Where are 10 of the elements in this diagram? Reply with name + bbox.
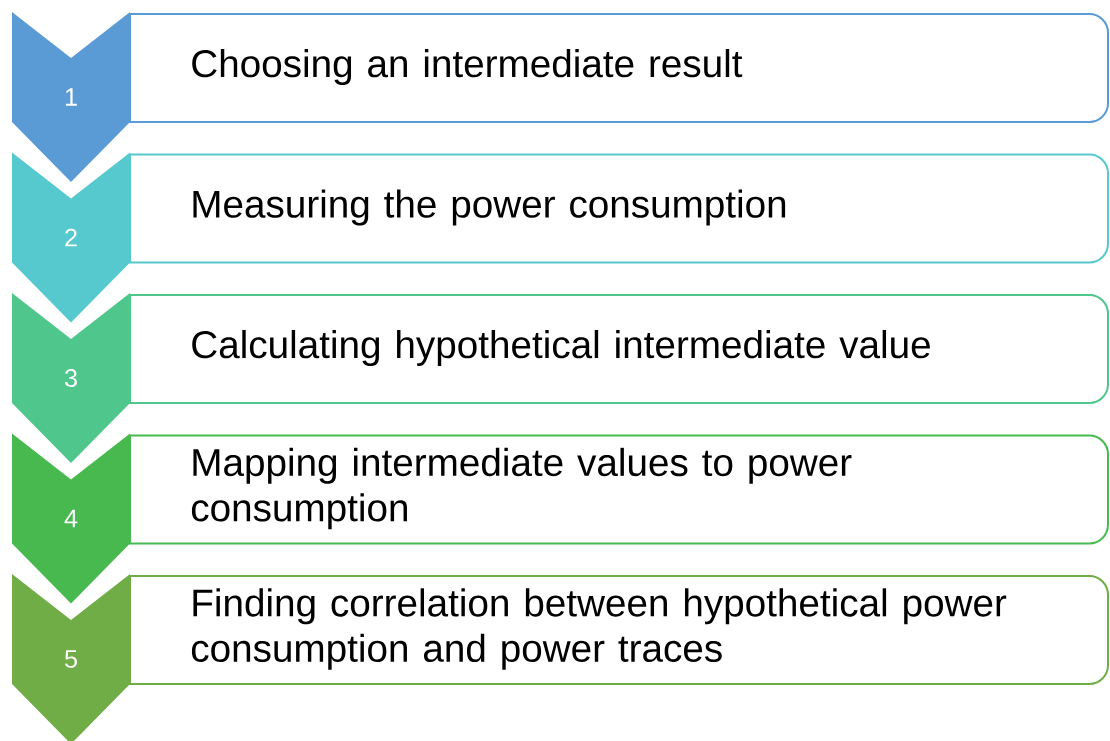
number-badge: 3 — [12, 293, 130, 463]
number-badge: 2 — [12, 152, 130, 323]
step-box: Choosing an intermediate result — [129, 13, 1109, 123]
step-box: Measuring the power consumption — [129, 153, 1109, 264]
step-box: Mapping intermediate values to power consumption — [129, 434, 1109, 545]
number-badge: 4 — [12, 433, 130, 604]
number-badge: 5 — [12, 574, 130, 741]
step-box: Finding correlation between hypothetical power consumption and power traces — [129, 575, 1109, 685]
step-box: Calculating hypothetical intermediate value — [129, 294, 1109, 404]
number-badge: 1 — [12, 12, 130, 182]
